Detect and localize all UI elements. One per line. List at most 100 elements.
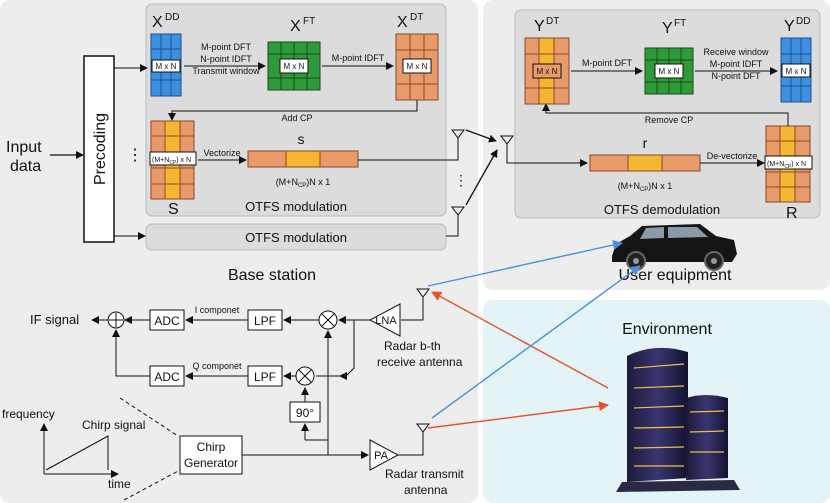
x-ft-label: X bbox=[290, 18, 301, 35]
x-dt-matrix bbox=[395, 33, 439, 101]
otfs-modulation-panel-2 bbox=[145, 223, 447, 251]
s-matrix bbox=[149, 120, 197, 200]
bs-tx-antenna-2 bbox=[451, 206, 465, 216]
npoint-idft-label: N-point IDFT bbox=[200, 54, 252, 64]
mpoint-dft-label: M-point DFT bbox=[201, 42, 252, 52]
otfs-demodulation-label: OTFS demodulation bbox=[604, 202, 720, 217]
tx-antenna-feed bbox=[398, 432, 424, 456]
frequency-label: frequency bbox=[2, 407, 55, 421]
remove-cp-label: Remove CP bbox=[645, 115, 694, 125]
transmit-window-label: Transmit window bbox=[192, 66, 260, 76]
chirp-gen-label-1: Chirp bbox=[197, 440, 226, 454]
y-dd-label: Y bbox=[784, 18, 795, 35]
environment-label: Environment bbox=[622, 321, 712, 338]
lpf-q-label: LPF bbox=[254, 370, 276, 384]
x-ft-matrix bbox=[267, 41, 321, 91]
radar-rx-antenna bbox=[416, 288, 430, 298]
s-vector-label: s bbox=[298, 131, 305, 147]
radar-tx-antenna bbox=[416, 423, 430, 433]
y-dt-mxn: M x N bbox=[537, 67, 558, 76]
rx-antenna-feed bbox=[401, 297, 424, 321]
bs-tx-antenna-1 bbox=[451, 129, 465, 139]
if-signal-label: IF signal bbox=[30, 312, 79, 327]
input-data-label-2: data bbox=[10, 158, 41, 175]
car-to-rx-arrow bbox=[427, 240, 623, 287]
x-dd-sup: DD bbox=[165, 12, 179, 23]
input-data-label: Input bbox=[6, 139, 42, 156]
add-cp-arrow bbox=[168, 100, 418, 121]
tx-to-car-arrow bbox=[431, 265, 641, 419]
phase-90-label: 90° bbox=[296, 406, 314, 420]
s-vector-length: (M+NCP)N x 1 bbox=[276, 177, 331, 189]
q-component-label: Q componet bbox=[192, 361, 242, 371]
bs-to-ue-arrow-2 bbox=[465, 149, 498, 206]
r-vector-label: r bbox=[643, 135, 648, 151]
inset-dash-1 bbox=[119, 397, 179, 437]
adc-i-label: ADC bbox=[154, 314, 180, 328]
rx-mpoint-dft-label: M-point DFT bbox=[582, 58, 633, 68]
rx-npoint-dft-label: N-point DFT bbox=[711, 71, 761, 81]
s-big-label: S bbox=[168, 201, 179, 218]
otfs-modulation-panel bbox=[145, 3, 447, 217]
s-vector bbox=[247, 150, 359, 168]
tx-to-environment-arrow bbox=[427, 401, 609, 429]
precoding-label: Precoding bbox=[92, 113, 109, 185]
y-dt-label: Y bbox=[534, 18, 545, 35]
x-dt-sup: DT bbox=[410, 12, 423, 23]
lna-label: LNA bbox=[375, 315, 397, 327]
user-equipment-label: User equipment bbox=[619, 267, 733, 284]
y-dd-matrix bbox=[780, 37, 812, 103]
y-ft-label: Y bbox=[662, 20, 673, 37]
remove-cp-arrow bbox=[542, 103, 789, 126]
chirp-waveform bbox=[45, 435, 109, 471]
x-dt-label: X bbox=[397, 14, 408, 31]
lna-amplifier bbox=[368, 303, 401, 337]
y-ft-sup: FT bbox=[674, 18, 686, 29]
ue-rx-feed bbox=[506, 144, 588, 167]
base-station-label: Base station bbox=[228, 267, 316, 284]
x-dd-mxn: M x N bbox=[156, 62, 177, 71]
vectorize-label: Vectorize bbox=[203, 148, 240, 158]
otfs-modulation-label-2: OTFS modulation bbox=[245, 230, 347, 245]
precoding-dots: ⋮ bbox=[127, 147, 143, 164]
y-dd-sup: DD bbox=[796, 16, 810, 27]
lpf-i-label: LPF bbox=[254, 314, 276, 328]
x-dd-label: X bbox=[152, 14, 163, 31]
r-vector-length: (M+NCP)N x 1 bbox=[618, 181, 673, 193]
chirp-gen-label-2: Generator bbox=[184, 456, 238, 470]
adc-q-label: ADC bbox=[154, 370, 180, 384]
x-ft-sup: FT bbox=[303, 16, 315, 27]
r-matrix-label: (M+NCP) x N bbox=[767, 161, 806, 170]
i-component-label: I componet bbox=[195, 305, 240, 315]
radar-tx-label-2: antenna bbox=[404, 483, 448, 497]
y-ft-mxn: M x N bbox=[659, 67, 680, 76]
x-dd-matrix bbox=[150, 33, 182, 97]
mpoint-idft-label: M-point IDFT bbox=[332, 53, 385, 63]
adc-q-to-summer bbox=[112, 329, 150, 377]
bs-tx-feed-1 bbox=[358, 138, 459, 161]
radar-rx-label-2: receive antenna bbox=[377, 355, 463, 369]
x-ft-mxn: M x N bbox=[284, 62, 305, 71]
building-image bbox=[616, 347, 740, 492]
devectorize-label: De-vectorize bbox=[707, 151, 758, 161]
rx-mpoint-idft-label: M-point IDFT bbox=[710, 59, 763, 69]
s-matrix-label: (M+NCP) x N bbox=[152, 157, 191, 166]
add-cp-label: Add CP bbox=[281, 113, 312, 123]
chirp-signal-label: Chirp signal bbox=[82, 418, 145, 432]
bs-tx-feed-2 bbox=[446, 215, 459, 237]
precoding-block bbox=[83, 55, 115, 243]
ue-rx-antenna bbox=[500, 135, 514, 145]
y-ft-matrix bbox=[644, 47, 694, 95]
bs-antenna-dots: ⋮ bbox=[454, 172, 468, 188]
bs-to-ue-arrow-1 bbox=[465, 129, 497, 143]
r-big-label: R bbox=[786, 205, 798, 222]
radar-tx-label-1: Radar transmit bbox=[385, 467, 464, 481]
chirp-generator-block bbox=[179, 435, 243, 475]
time-label: time bbox=[108, 477, 131, 491]
r-matrix bbox=[764, 125, 813, 203]
inset-dash-2 bbox=[123, 469, 181, 501]
y-dt-sup: DT bbox=[546, 16, 559, 27]
x-dt-mxn: M x N bbox=[407, 62, 428, 71]
